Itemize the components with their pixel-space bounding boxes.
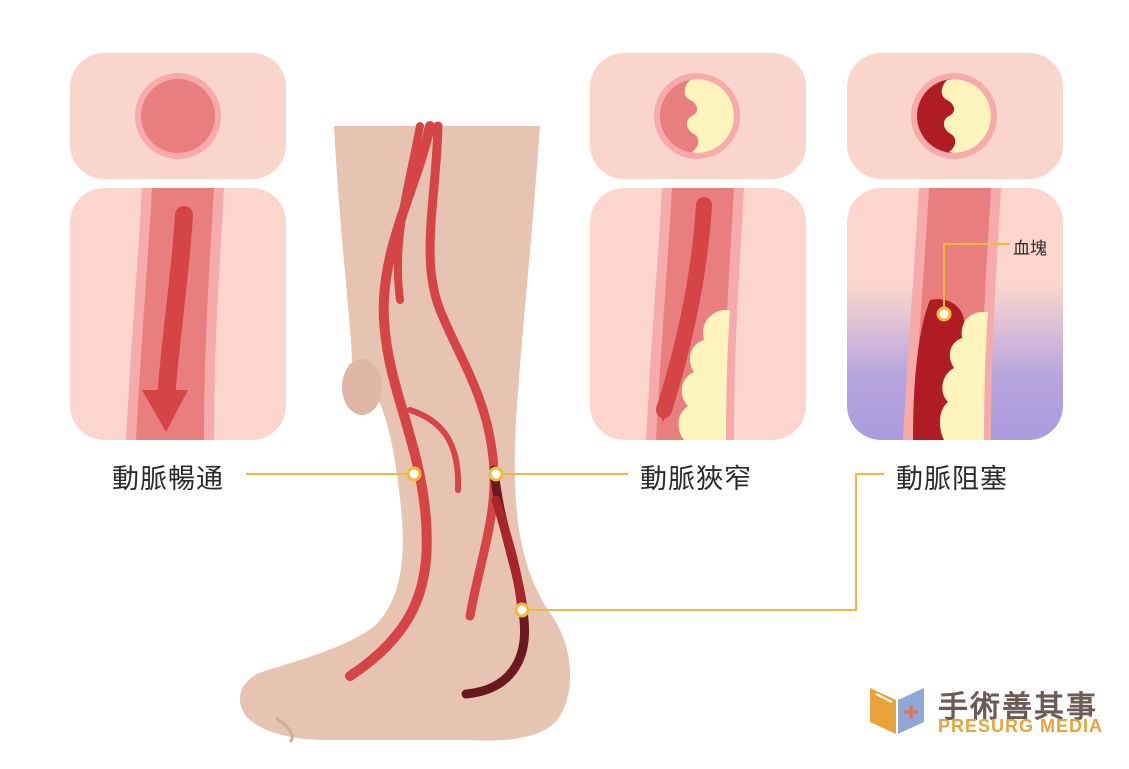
brand-name-cn: 手術善其事 bbox=[938, 690, 1098, 725]
panel-normal-cross-section bbox=[70, 53, 286, 179]
brand-name-en: PRESURG MEDIA bbox=[938, 716, 1104, 736]
presurg-logo-icon bbox=[870, 688, 924, 734]
leg-illustration bbox=[239, 121, 571, 744]
artery-middle bbox=[425, 121, 499, 621]
label-blood-clot: 血塊 bbox=[1013, 239, 1047, 259]
label-artery-normal: 動脈暢通 bbox=[112, 464, 224, 495]
panel-blocked-cross-section bbox=[847, 53, 1063, 179]
panel-normal-longitudinal bbox=[70, 188, 286, 440]
flow-arrow-icon bbox=[656, 406, 671, 422]
leader-lines bbox=[246, 466, 884, 618]
panel-narrowing-cross-section bbox=[590, 53, 806, 179]
panel-narrowing-longitudinal bbox=[590, 188, 806, 440]
label-artery-blocked: 動脈阻塞 bbox=[896, 464, 1008, 495]
panel-blocked-longitudinal bbox=[847, 188, 1063, 440]
label-artery-narrowing: 動脈狹窄 bbox=[640, 464, 752, 495]
flow-arrow-icon bbox=[142, 390, 188, 432]
